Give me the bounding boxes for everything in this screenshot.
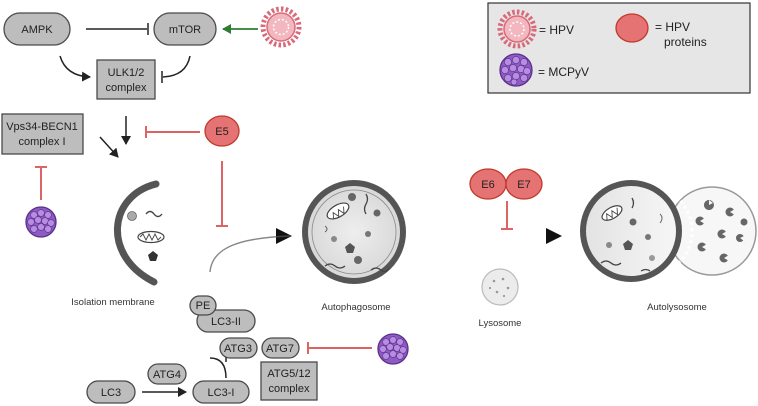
mtor-node: mTOR bbox=[153, 12, 217, 46]
atg7-node: ATG7 bbox=[261, 337, 300, 359]
autolysosome bbox=[580, 180, 757, 282]
ulk-label-2: complex bbox=[106, 82, 147, 94]
mtor-label: mTOR bbox=[169, 24, 201, 36]
vps34-becn1-complex-node: Vps34-BECN1 complex I bbox=[1, 113, 84, 155]
legend-mcpyv-label: = MCPyV bbox=[538, 65, 589, 79]
atg3-node: ATG3 bbox=[219, 337, 258, 359]
e7-protein: E7 bbox=[505, 168, 543, 200]
mcpyv-virus-icon bbox=[25, 206, 57, 238]
atg512-complex-node: ATG5/12 complex bbox=[260, 361, 318, 401]
lysosome-caption: Lysosome bbox=[479, 318, 522, 329]
e5-protein: E5 bbox=[204, 115, 240, 147]
atg512-label-1: ATG5/12 bbox=[267, 368, 310, 380]
mtor-inhibits-ulk bbox=[161, 55, 191, 83]
ampk-inhibits-mtor bbox=[86, 23, 149, 35]
hpv-virus-icon bbox=[497, 9, 537, 49]
atg4-label: ATG4 bbox=[153, 369, 181, 381]
vps34-to-membrane-arrow bbox=[99, 136, 119, 158]
ampk-label: AMPK bbox=[21, 24, 53, 36]
atg4-node: ATG4 bbox=[147, 363, 187, 385]
atg3-label: ATG3 bbox=[224, 343, 252, 355]
legend: = HPV = HPV proteins = MCPyV bbox=[487, 2, 751, 94]
lysosome bbox=[481, 268, 519, 306]
mcpyv-virus-icon bbox=[377, 333, 409, 365]
legend-hpv-proteins-label-2: proteins bbox=[664, 35, 707, 49]
legend-hpv-label: = HPV bbox=[539, 23, 574, 37]
e5-label: E5 bbox=[215, 126, 228, 138]
mcpyv-virus-icon bbox=[499, 53, 533, 87]
autophagosome bbox=[302, 180, 406, 284]
e6-label: E6 bbox=[481, 179, 494, 191]
atg7-label: ATG7 bbox=[266, 343, 294, 355]
legend-hpv-proteins-label-1: = HPV bbox=[655, 20, 690, 34]
mcpyv-inhibits-vps34 bbox=[35, 166, 47, 200]
lc3-label: LC3 bbox=[101, 387, 121, 399]
ampk-node: AMPK bbox=[3, 12, 71, 46]
pe-label: PE bbox=[196, 300, 211, 312]
mitochondrion-icon bbox=[601, 205, 623, 221]
lipidation-curve bbox=[209, 357, 227, 379]
ulk-complex-node: ULK1/2 complex bbox=[96, 59, 156, 100]
lc3i-label: LC3-I bbox=[208, 387, 235, 399]
ampk-activates-ulk-arrow bbox=[59, 55, 91, 82]
e6-protein: E6 bbox=[469, 168, 507, 200]
mitochondrion-icon bbox=[326, 202, 350, 220]
lc3-node: LC3 bbox=[86, 380, 136, 404]
e7-label: E7 bbox=[517, 179, 530, 191]
e5-inhibits-autophagosome bbox=[216, 161, 228, 227]
autophagosome-caption: Autophagosome bbox=[321, 302, 390, 313]
isolation-membrane bbox=[113, 180, 165, 286]
ulk-label-1: ULK1/2 bbox=[108, 67, 145, 79]
vps34-label-2: complex I bbox=[18, 136, 65, 148]
hpv-virus-icon bbox=[260, 6, 302, 48]
pe-node: PE bbox=[189, 295, 217, 316]
vps34-label-1: Vps34-BECN1 bbox=[6, 121, 78, 133]
hpv-protein-icon bbox=[615, 13, 649, 43]
lc3ii-label: LC3-II bbox=[211, 316, 241, 328]
lc3ii-node: LC3-II bbox=[196, 309, 256, 333]
mcpyv-inhibits-atg7 bbox=[307, 342, 372, 354]
isolation-membrane-caption: Isolation membrane bbox=[71, 297, 154, 308]
atg512-label-2: complex bbox=[269, 383, 310, 395]
e6-e7-inhibit-fusion bbox=[501, 201, 513, 230]
e5-inhibits-membrane bbox=[145, 126, 200, 138]
autolysosome-caption: Autolysosome bbox=[647, 302, 707, 313]
membrane-to-autophagosome-arrow bbox=[160, 228, 292, 273]
lc3i-node: LC3-I bbox=[192, 380, 250, 404]
